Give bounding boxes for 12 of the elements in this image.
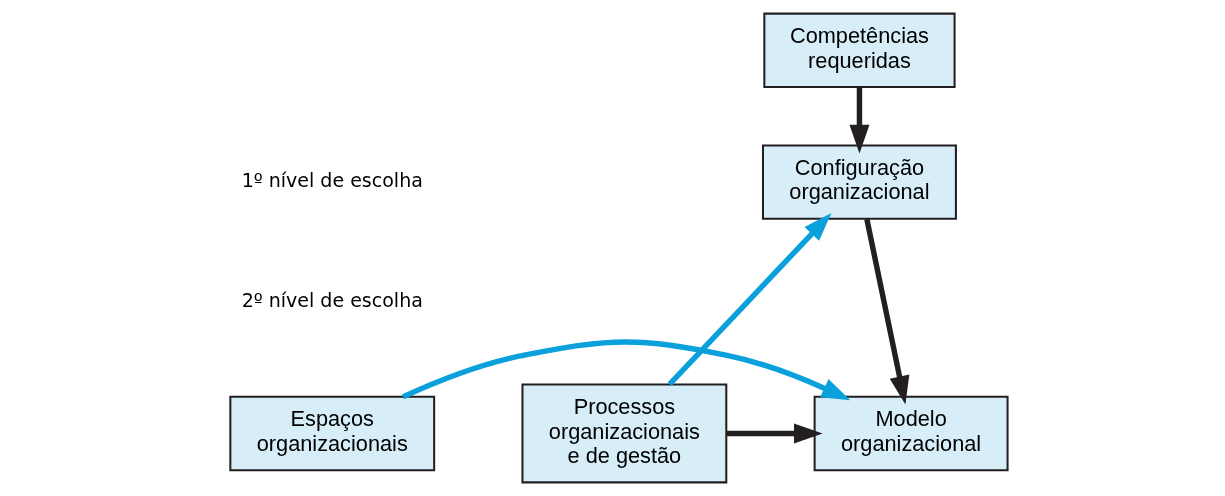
arrow	[667, 213, 832, 387]
arrow	[726, 423, 823, 444]
node-box: Espaços organizacionais	[229, 395, 436, 472]
node-box: Processos organizacionais e de gestão	[521, 383, 728, 484]
arrow	[849, 87, 870, 154]
node-box: Configuração organizacional	[761, 144, 957, 220]
arrow	[402, 339, 851, 401]
arrow	[864, 218, 910, 405]
label: 2º nível de escolha	[241, 288, 423, 311]
node-box: Competências requeridas	[763, 12, 956, 88]
node-box: Modelo organizacional	[813, 395, 1009, 472]
label: 1º nível de escolha	[241, 169, 423, 192]
